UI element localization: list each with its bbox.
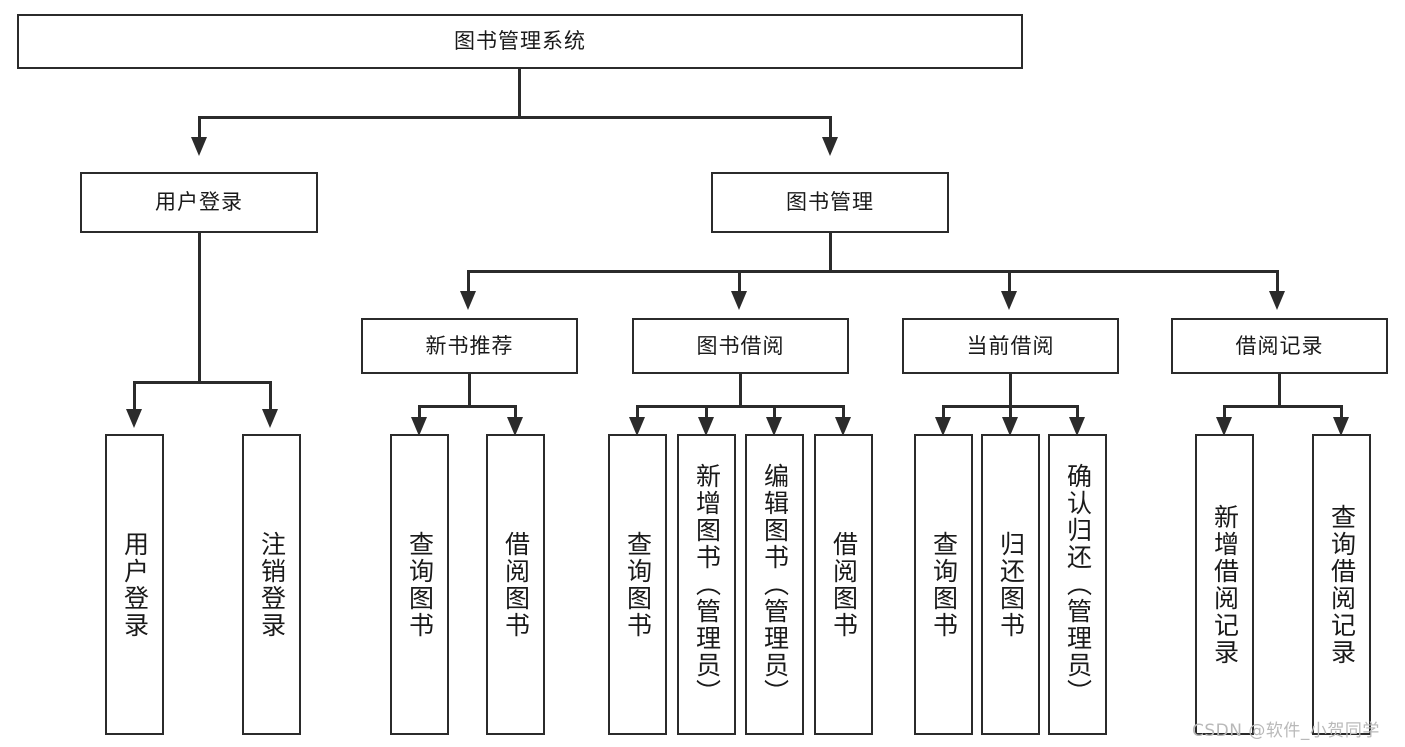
leaf-user-login-login-label: 用户登录 xyxy=(120,530,150,639)
arrow-user-login-to-leaf-2 xyxy=(262,409,278,428)
leaf-user-login-logout-label: 注销登录 xyxy=(257,530,287,639)
node-book-management-label: 图书管理 xyxy=(786,190,874,215)
leaf-book-borrow-borrow-label: 借阅图书 xyxy=(829,530,859,639)
arrow-new-book-to-leaf-1 xyxy=(411,417,427,436)
leaf-new-book-borrow-label: 借阅图书 xyxy=(501,530,531,639)
node-user-login[interactable]: 用户登录 xyxy=(80,172,318,233)
leaf-current-borrow-return[interactable]: 归还图书 xyxy=(981,434,1040,735)
connector-new-book-to-leaf-1 xyxy=(418,405,421,419)
connector-user-login-stem xyxy=(198,233,201,383)
connector-root-to-book-mgmt xyxy=(829,116,832,139)
leaf-user-login-logout[interactable]: 注销登录 xyxy=(242,434,301,735)
leaf-book-borrow-borrow[interactable]: 借阅图书 xyxy=(814,434,873,735)
leaf-new-book-borrow[interactable]: 借阅图书 xyxy=(486,434,545,735)
connector-book-borrow-stem xyxy=(739,374,742,407)
connector-current-borrow-to-leaf-3 xyxy=(1076,405,1079,419)
arrow-book-mgmt-to-borrow-record xyxy=(1269,291,1285,310)
node-current-borrow[interactable]: 当前借阅 xyxy=(902,318,1119,374)
node-borrow-record-label: 借阅记录 xyxy=(1235,333,1324,358)
node-book-borrow[interactable]: 图书借阅 xyxy=(632,318,849,374)
connector-book-mgmt-to-new-book xyxy=(467,270,470,293)
leaf-book-borrow-add-label: 新增图书（管理员） xyxy=(692,463,722,706)
arrow-book-borrow-to-leaf-2 xyxy=(698,417,714,436)
connector-current-borrow-to-leaf-1 xyxy=(942,405,945,419)
connector-new-book-stem xyxy=(468,374,471,407)
leaf-borrow-record-query-label: 查询借阅记录 xyxy=(1327,503,1357,666)
connector-root-to-user-login xyxy=(198,116,201,139)
connector-root-bar xyxy=(198,116,832,119)
leaf-current-borrow-confirm-return-label: 确认归还（管理员） xyxy=(1063,463,1093,706)
node-user-login-label: 用户登录 xyxy=(155,190,243,215)
connector-new-book-bar xyxy=(418,405,517,408)
leaf-current-borrow-confirm-return[interactable]: 确认归还（管理员） xyxy=(1048,434,1107,735)
arrow-root-to-user-login xyxy=(191,137,207,156)
connector-book-mgmt-to-book-borrow xyxy=(738,270,741,293)
connector-current-borrow-to-leaf-2 xyxy=(1009,405,1012,419)
leaf-book-borrow-query[interactable]: 查询图书 xyxy=(608,434,667,735)
connector-book-mgmt-to-current-borrow xyxy=(1008,270,1011,293)
connector-book-borrow-to-leaf-1 xyxy=(636,405,639,419)
connector-root-stem xyxy=(518,69,521,117)
arrow-book-borrow-to-leaf-1 xyxy=(629,417,645,436)
leaf-book-borrow-edit[interactable]: 编辑图书（管理员） xyxy=(745,434,804,735)
leaf-current-borrow-return-label: 归还图书 xyxy=(996,530,1026,639)
leaf-new-book-query-label: 查询图书 xyxy=(405,530,435,639)
connector-book-mgmt-to-borrow-record xyxy=(1276,270,1279,293)
node-book-borrow-label: 图书借阅 xyxy=(696,333,785,358)
arrow-current-borrow-to-leaf-1 xyxy=(935,417,951,436)
node-book-management[interactable]: 图书管理 xyxy=(711,172,949,233)
connector-user-login-to-leaf-1 xyxy=(133,381,136,411)
leaf-borrow-record-add-label: 新增借阅记录 xyxy=(1210,503,1240,666)
arrow-book-mgmt-to-new-book xyxy=(460,291,476,310)
leaf-current-borrow-query[interactable]: 查询图书 xyxy=(914,434,973,735)
leaf-new-book-query[interactable]: 查询图书 xyxy=(390,434,449,735)
leaf-current-borrow-query-label: 查询图书 xyxy=(929,530,959,639)
leaf-borrow-record-add[interactable]: 新增借阅记录 xyxy=(1195,434,1254,735)
arrow-root-to-book-mgmt xyxy=(822,137,838,156)
arrow-current-borrow-to-leaf-2 xyxy=(1002,417,1018,436)
connector-current-borrow-stem xyxy=(1009,374,1012,407)
connector-user-login-to-leaf-2 xyxy=(269,381,272,411)
node-root-system[interactable]: 图书管理系统 xyxy=(17,14,1023,69)
connector-borrow-record-stem xyxy=(1278,374,1281,407)
arrow-borrow-record-to-leaf-2 xyxy=(1333,417,1349,436)
connector-book-borrow-to-leaf-3 xyxy=(773,405,776,419)
leaf-book-borrow-add[interactable]: 新增图书（管理员） xyxy=(677,434,736,735)
connector-new-book-to-leaf-2 xyxy=(514,405,517,419)
leaf-borrow-record-query[interactable]: 查询借阅记录 xyxy=(1312,434,1371,735)
arrow-new-book-to-leaf-2 xyxy=(507,417,523,436)
connector-user-login-bar xyxy=(133,381,272,384)
arrow-book-mgmt-to-current-borrow xyxy=(1001,291,1017,310)
arrow-current-borrow-to-leaf-3 xyxy=(1069,417,1085,436)
node-root-system-label: 图书管理系统 xyxy=(454,29,586,54)
connector-borrow-record-to-leaf-2 xyxy=(1340,405,1343,419)
arrow-book-borrow-to-leaf-3 xyxy=(766,417,782,436)
arrow-book-mgmt-to-book-borrow xyxy=(731,291,747,310)
node-current-borrow-label: 当前借阅 xyxy=(966,333,1055,358)
node-new-book-recommend-label: 新书推荐 xyxy=(425,333,514,358)
connector-book-borrow-to-leaf-4 xyxy=(842,405,845,419)
node-new-book-recommend[interactable]: 新书推荐 xyxy=(361,318,578,374)
csdn-watermark: CSDN @软件_小贺同学 xyxy=(1192,721,1380,741)
connector-borrow-record-to-leaf-1 xyxy=(1223,405,1226,419)
connector-book-borrow-to-leaf-2 xyxy=(705,405,708,419)
leaf-book-borrow-edit-label: 编辑图书（管理员） xyxy=(760,463,790,706)
connector-borrow-record-bar xyxy=(1223,405,1343,408)
connector-book-mgmt-bar xyxy=(467,270,1279,273)
arrow-borrow-record-to-leaf-1 xyxy=(1216,417,1232,436)
node-borrow-record[interactable]: 借阅记录 xyxy=(1171,318,1388,374)
leaf-book-borrow-query-label: 查询图书 xyxy=(623,530,653,639)
arrow-book-borrow-to-leaf-4 xyxy=(835,417,851,436)
connector-book-borrow-bar xyxy=(636,405,845,408)
arrow-user-login-to-leaf-1 xyxy=(126,409,142,428)
leaf-user-login-login[interactable]: 用户登录 xyxy=(105,434,164,735)
connector-book-mgmt-stem xyxy=(829,233,832,272)
